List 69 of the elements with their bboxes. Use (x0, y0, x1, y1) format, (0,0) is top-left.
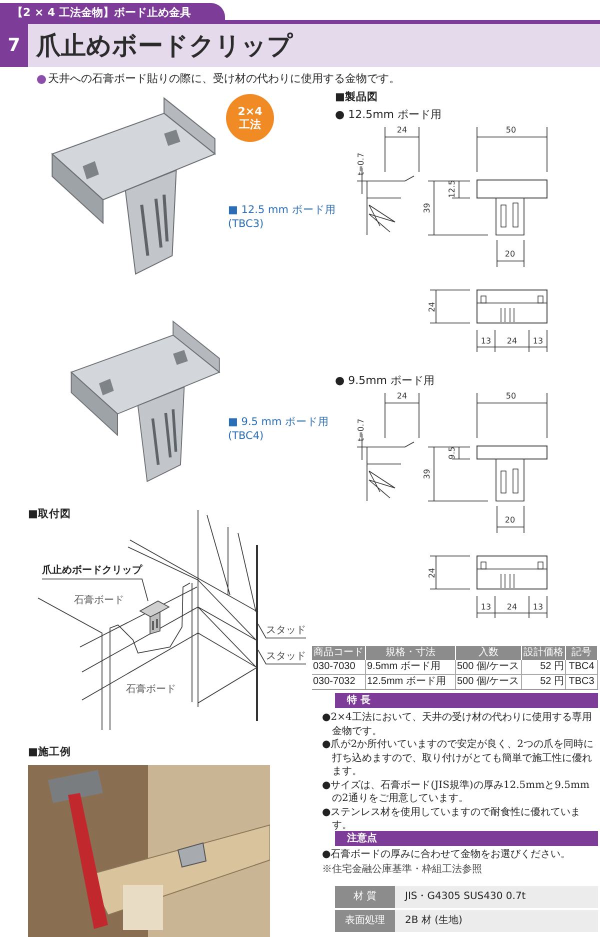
callout-text: 爪止めボードクリップ (42, 563, 142, 579)
photo-caption: (TBC3) (228, 217, 265, 231)
note-text: ※住宅金融公庫基準・枠組工法参照 (322, 863, 482, 877)
stud-label: スタッド (266, 649, 306, 664)
leader-line (258, 650, 306, 664)
dimension-value: 9.5 (448, 446, 456, 459)
badge-text: 2×4 (238, 105, 262, 118)
photo-caption: ■ 12.5 mm ボード用 (228, 203, 336, 217)
section-bar: 特 長 (335, 693, 598, 708)
drawing-subheading: ● 12.5mm ボード用 (335, 107, 442, 123)
spec-value: 2B 材 (生地) (395, 910, 598, 932)
table-header-cell: 記号 (566, 646, 598, 660)
photo-caption: ■ 9.5 mm ボード用 (228, 415, 330, 429)
dimension-value: 50 (506, 392, 516, 400)
badge-text: 工法 (239, 118, 261, 131)
table-cell: 52 円 (522, 675, 566, 689)
dimension-value: 13 (532, 602, 544, 612)
title: 爪止めボードクリップ (36, 33, 293, 58)
photo-caption: (TBC4) (228, 429, 265, 443)
table-cell: 52 円 (522, 660, 566, 675)
leader-line (42, 578, 148, 602)
table-cell: 500 個/ケース (456, 675, 522, 689)
dimension-value: 24 (506, 336, 518, 346)
dimension-value: 20 (504, 250, 516, 258)
spec-value: JIS・G4305 SUS430 0.7t (395, 886, 598, 908)
table-header-cell: 入数 (456, 646, 522, 660)
number-badge: 7 (0, 24, 28, 67)
dimension-value: 24 (506, 602, 518, 612)
table-header-cell: 設計価格 (522, 646, 566, 660)
dimension-value: 13 (532, 336, 544, 346)
section-bar: 注意点 (335, 831, 598, 846)
section-heading: ■施工例 (28, 745, 71, 760)
feature-text: ●ステンレス材を使用していますので耐食性に優れています。 (322, 806, 582, 832)
table-cell: TBC4 (566, 660, 598, 675)
table-cell: 9.5mm ボード用 (366, 660, 456, 675)
dimension-value: t=0.7 (356, 418, 366, 442)
section-heading: ■製品図 (335, 90, 378, 105)
dimension-value: 39 (422, 202, 432, 214)
dimension-value: 13 (480, 336, 492, 346)
dimension-value: 50 (506, 126, 516, 134)
board-label: 石膏ボード (126, 683, 176, 697)
table-cell: 500 個/ケース (456, 660, 522, 675)
table-cell: TBC3 (566, 675, 598, 689)
dimension-value: 20 (504, 516, 516, 524)
feature-text: ●2×4工法において、天井の受け材の代わりに使用する専用金物です。 (322, 711, 593, 738)
intro-text: 天井への石膏ボード貼りの際に、受け材の代わりに使用する金物です。 (48, 72, 400, 86)
dimension-value: 24 (428, 568, 436, 578)
stud-label: スタッド (266, 623, 306, 638)
dimension-value: t=0.7 (356, 152, 366, 176)
table-cell: 030-7032 (312, 675, 366, 689)
dimension-value: 39 (422, 468, 432, 480)
leader-line (258, 624, 306, 638)
table-header-cell: 規格・寸法 (366, 646, 456, 660)
dimension-value: 13 (480, 602, 492, 612)
feature-text: ●爪が2か所付いていますので安定が良く、2つの爪を同時に打ち込めますので、取り付けがとても簡単で施工性に優れます。 (322, 738, 594, 778)
table-cell: 030-7030 (312, 660, 366, 675)
table-header-cell: 商品コード (312, 646, 366, 660)
table-cell: 12.5mm ボード用 (366, 675, 456, 689)
dimension-value: 24 (396, 126, 408, 134)
drawing-subheading: ● 9.5mm ボード用 (335, 373, 435, 389)
note-text: ●石膏ボードの厚みに合わせて金物をお選びください。 (322, 848, 571, 862)
spec-label: 表面処理 (335, 910, 395, 932)
dimension-value: 24 (396, 392, 408, 400)
feature-text: ●サイズは、石膏ボード(JIS規準)の厚み12.5mmと9.5mmの2通りをご用意しています。 (322, 778, 590, 806)
dimension-value: 12.5 (448, 180, 456, 198)
spec-label: 材 質 (335, 886, 395, 908)
board-label: 石膏ボード (74, 594, 124, 608)
dimension-value: 24 (428, 302, 436, 312)
section-heading: ■取付図 (28, 507, 71, 522)
